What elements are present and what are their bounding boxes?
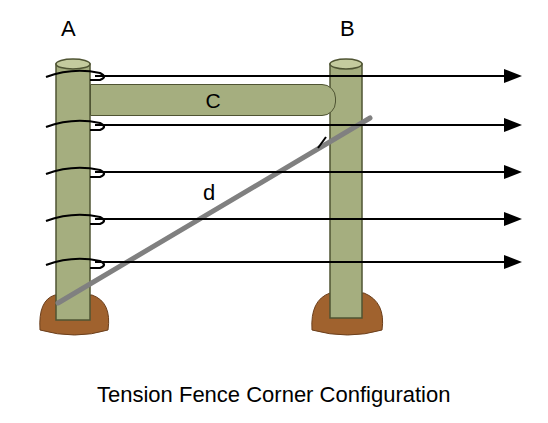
- arrowheads: [504, 69, 522, 269]
- tension-wire: [58, 118, 370, 303]
- post-letter: B: [340, 18, 355, 40]
- wire-tie: [318, 137, 326, 148]
- post: [56, 64, 90, 320]
- post-top: [56, 59, 90, 69]
- caption: Tension Fence Corner Configuration: [97, 384, 450, 406]
- brace-bar: C: [90, 84, 336, 116]
- post-letter: A: [61, 18, 76, 40]
- wire-letter: d: [203, 182, 215, 204]
- part-letter: C: [205, 90, 220, 111]
- fence-wires: [46, 71, 508, 268]
- post-top: [330, 59, 362, 69]
